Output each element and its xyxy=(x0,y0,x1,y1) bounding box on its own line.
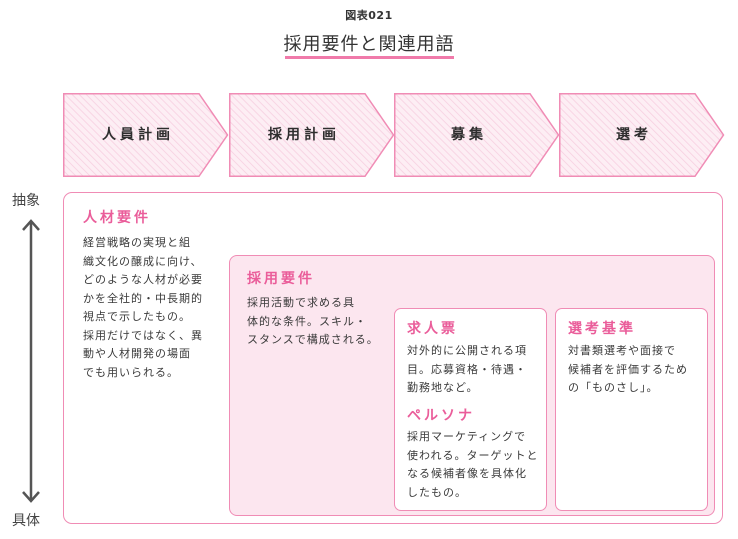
figure-number: 図表021 xyxy=(345,9,393,22)
double-arrow-icon xyxy=(22,219,40,503)
chevron-arrow-icon xyxy=(229,93,395,177)
text-line: 候補者を評価するため xyxy=(568,362,688,376)
text-line: どのような人材が必要 xyxy=(83,273,203,286)
text-line: 織文化の醸成に向け、 xyxy=(83,254,203,268)
phase-label: 採用計画 xyxy=(268,127,340,143)
text-line: 視点で示したもの。 xyxy=(83,310,191,323)
text-line: 勤務地など。 xyxy=(407,381,479,394)
saiyou-youken-title: 採用要件 xyxy=(247,271,315,287)
text-line: 採用だけではなく、異 xyxy=(83,328,203,342)
axis-label-abstract: 抽象 xyxy=(12,193,40,209)
text-line: 使われる。ターゲットと xyxy=(407,448,539,462)
text-line: 対書類選考や面接で xyxy=(568,344,676,357)
phase-boshu: 募集 xyxy=(394,93,560,177)
phase-jinin-keikaku: 人員計画 xyxy=(63,93,229,177)
chevron-arrow-icon xyxy=(394,93,560,177)
phase-label: 選考 xyxy=(616,127,652,143)
text-line: 採用活動で求める具 xyxy=(247,296,355,309)
senkou-kijun-title: 選考基準 xyxy=(568,321,636,337)
phase-senkou: 選考 xyxy=(559,93,725,177)
chevron-arrow-icon xyxy=(559,93,725,177)
text-line: でも用いられる。 xyxy=(83,365,179,379)
text-line: 目。応募資格・待遇・ xyxy=(407,362,527,376)
phase-label: 人員計画 xyxy=(102,127,174,143)
text-line: 動や人材開発の場面 xyxy=(83,347,191,360)
jinzai-youken-title: 人材要件 xyxy=(83,210,151,226)
kyujinhyo-title: 求人票 xyxy=(407,321,458,337)
text-line: なる候補者像を具体化 xyxy=(407,467,527,480)
senkou-kijun-card xyxy=(555,308,708,511)
kyujinhyo-persona-card xyxy=(394,308,547,511)
text-line: スタンスで構成される。 xyxy=(247,333,379,346)
persona-title: ペルソナ xyxy=(407,408,475,424)
persona-description: 採用マーケティングで 使われる。ターゲットと なる候補者像を具体化 したもの。 xyxy=(407,428,538,502)
senkou-kijun-description: 対書類選考や面接で 候補者を評価するため の「ものさし」。 xyxy=(568,342,688,398)
saiyou-youken-description: 採用活動で求める具 体的な条件。スキル・ スタンスで構成される。 xyxy=(247,294,379,350)
text-line: の「ものさし」。 xyxy=(568,381,659,394)
jinzai-youken-description: 経営戦略の実現と組 織文化の醸成に向け、 どのような人材が必要 かを全社的・中長… xyxy=(83,234,203,382)
text-line: 採用マーケティングで xyxy=(407,430,527,443)
text-line: 体的な条件。スキル・ xyxy=(247,314,367,328)
figure-title: 採用要件と関連用語 xyxy=(283,34,455,55)
phase-saiyou-keikaku: 採用計画 xyxy=(229,93,395,177)
text-line: したもの。 xyxy=(407,485,467,499)
text-line: 経営戦略の実現と組 xyxy=(83,236,191,249)
kyujinhyo-description: 対外的に公開される項 目。応募資格・待遇・ 勤務地など。 xyxy=(407,342,527,398)
title-underline xyxy=(285,56,454,59)
text-line: 対外的に公開される項 xyxy=(407,344,527,357)
phase-label: 募集 xyxy=(451,127,487,143)
text-line: かを全社的・中長期的 xyxy=(83,291,203,305)
chevron-arrow-icon xyxy=(63,93,229,177)
axis-label-concrete: 具体 xyxy=(12,513,40,529)
